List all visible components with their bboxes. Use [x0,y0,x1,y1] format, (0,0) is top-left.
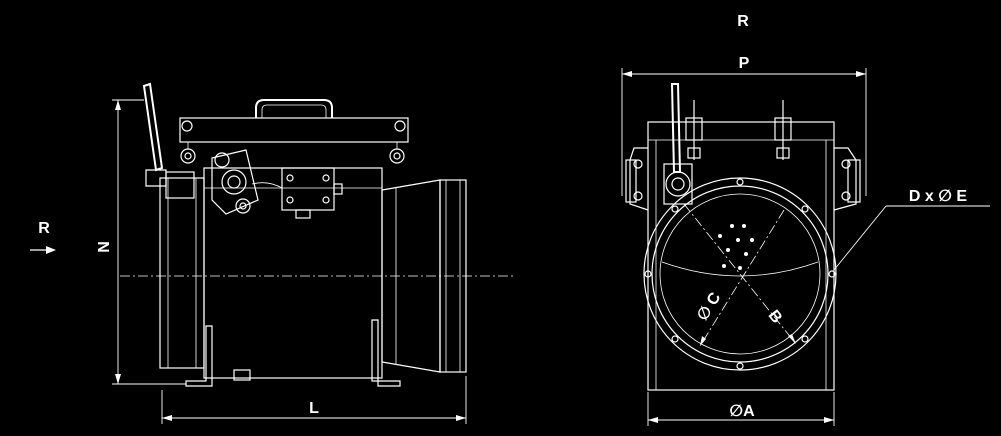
dim-a-label: ∅A [729,403,755,420]
front-blade [661,261,819,277]
dim-de-label: D x ∅ E [909,188,967,205]
side-view: N L R [30,82,515,424]
side-foot-right [371,319,401,387]
front-view: R P [621,13,990,426]
side-inlet-flange [159,177,205,369]
side-lever [142,82,164,172]
dim-b-label: B [765,307,786,327]
right-arrow-icon [30,246,56,254]
front-flange-inner [651,185,829,363]
side-junction-box [281,167,343,219]
dim-p-label: P [739,55,750,72]
side-drain [233,369,251,381]
side-actuator [211,149,259,215]
front-bore [659,193,821,355]
front-housing [647,121,835,391]
front-actuator [663,163,693,205]
dim-n-label: N [96,241,113,253]
front-diameter-b [683,203,797,345]
front-side-bracket-left [625,147,649,211]
dim-de-leader [833,205,887,271]
side-top-bar [179,117,409,143]
dim-l-label: L [309,400,319,417]
front-flange-outer [643,177,837,371]
side-outlet-flange [439,179,467,373]
front-lever [670,83,682,173]
dim-r-label: R [737,13,749,30]
flow-r-label: R [38,220,50,237]
front-diameter-c [699,209,785,347]
front-perforations [718,224,754,270]
dim-c-label: ∅ C [694,289,724,324]
side-cable [251,182,283,189]
side-carry-handle [255,99,333,118]
front-bolt-holes [644,178,836,370]
side-foot-left [185,325,213,387]
front-top-studs [685,100,792,160]
front-side-bracket-right [833,147,861,211]
